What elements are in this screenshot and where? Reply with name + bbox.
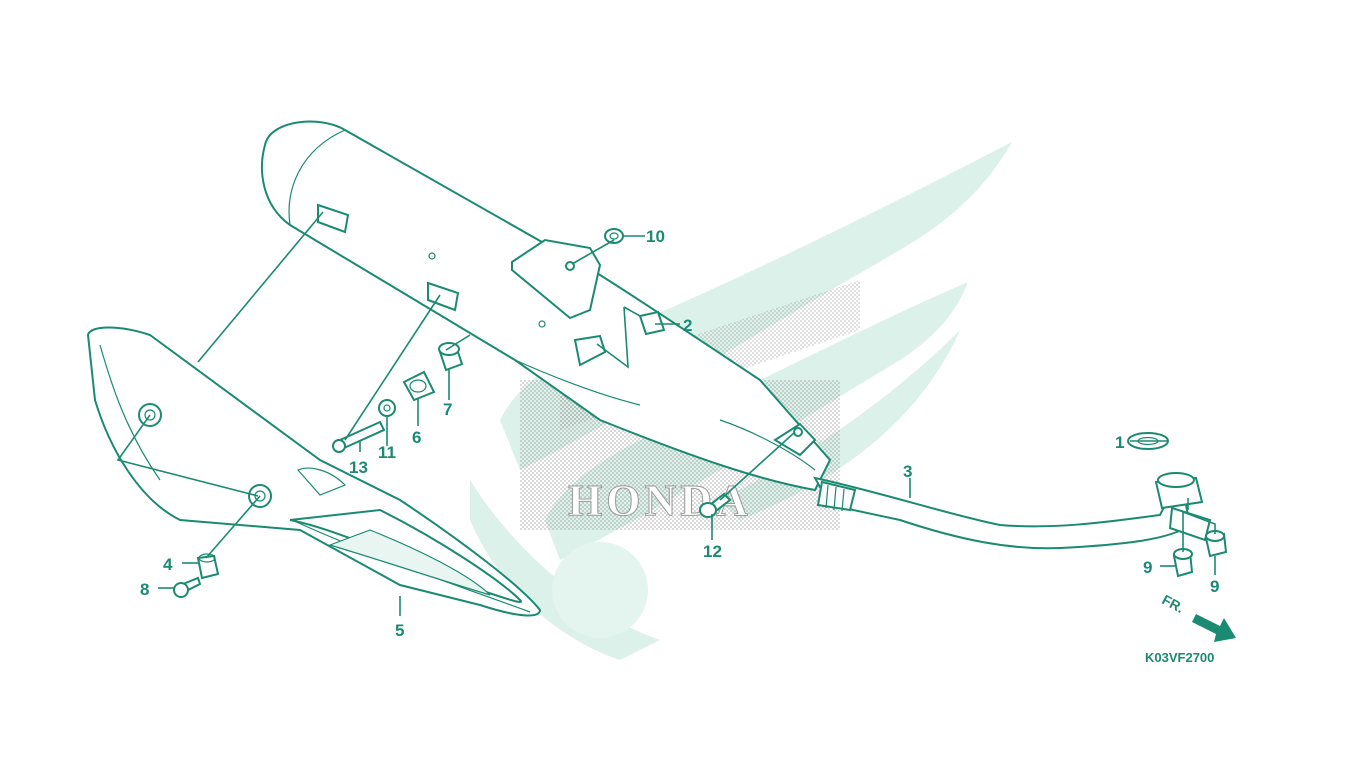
- front-label: FR.: [1159, 591, 1186, 616]
- clip-nut-part: [638, 310, 666, 336]
- callout-6: 6: [412, 428, 421, 447]
- exhaust-pipe: [813, 472, 1212, 550]
- callout-3: 3: [903, 462, 912, 481]
- callout-12: 12: [703, 542, 722, 561]
- callout-4: 4: [163, 555, 173, 574]
- callout-labels: 1 2 3 4 5 6 7 8 9 9 10 11 12 13: [140, 227, 1219, 640]
- callout-10: 10: [646, 227, 665, 246]
- callout-13: 13: [349, 458, 368, 477]
- leader-lines: [116, 211, 1216, 616]
- callout-5: 5: [395, 621, 404, 640]
- callout-11: 11: [378, 443, 396, 462]
- rubber-mount-part: [402, 370, 436, 402]
- drawing-code: K03VF2700: [1145, 650, 1214, 665]
- front-direction-indicator: FR.: [1159, 591, 1236, 642]
- callout-9a: 9: [1143, 558, 1152, 577]
- watermark-text: HONDA: [568, 476, 752, 525]
- callout-1: 1: [1115, 433, 1124, 452]
- muffler-body: [261, 120, 832, 492]
- callout-7: 7: [443, 400, 452, 419]
- muffler-protector: [86, 326, 542, 617]
- callout-2: 2: [683, 316, 692, 335]
- callout-9b: 9: [1210, 577, 1219, 596]
- front-arrow-icon: [1192, 614, 1236, 642]
- washer-part: [378, 399, 396, 417]
- callout-8: 8: [140, 580, 149, 599]
